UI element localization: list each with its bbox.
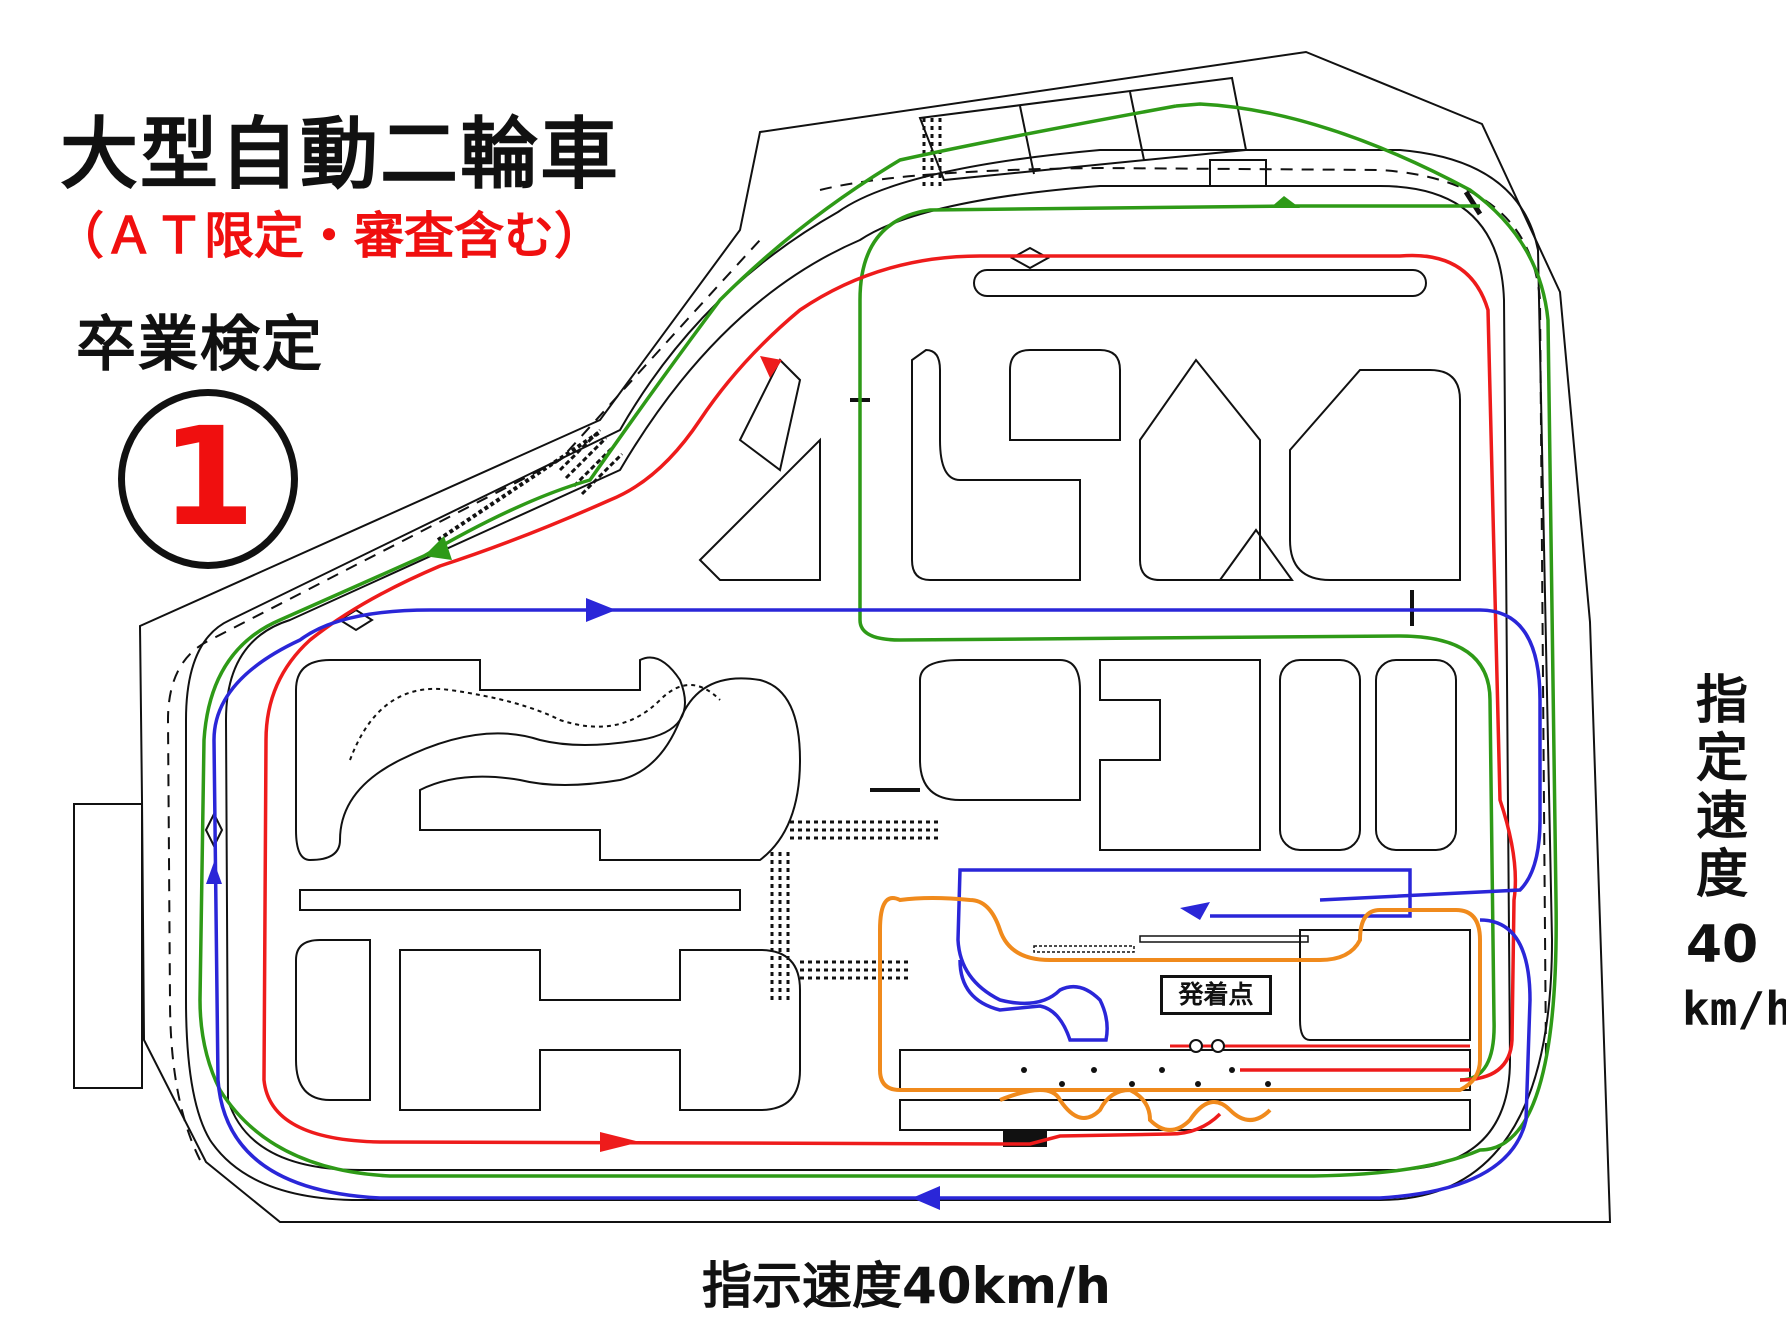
exam-name: 卒業検定 — [76, 310, 324, 380]
finish-bar — [1139, 935, 1309, 943]
arrow-green-left — [424, 536, 452, 560]
course-subtitle: （ＡＴ限定・審査含む） — [54, 207, 604, 265]
route-orange — [878, 896, 1482, 1132]
course-number: 1 — [160, 399, 256, 557]
diamond-markers — [204, 246, 1051, 849]
slalom-dots — [1021, 1067, 1271, 1087]
start-point-label: 発着点 — [1160, 975, 1272, 1015]
speed-limit-vertical: 指 定 速 度 40 km/h — [1682, 671, 1786, 1038]
arrow-blue-bottom — [912, 1186, 940, 1210]
left-building — [73, 803, 143, 1089]
inner-blocks — [295, 190, 1483, 1147]
speed-char-2: 定 — [1695, 729, 1748, 789]
start-bar — [1033, 945, 1135, 953]
speed-char-3: 速 — [1695, 787, 1748, 847]
course-number-badge: 1 — [118, 389, 298, 569]
route-arrows — [206, 196, 1300, 1210]
bike-marker-b — [1211, 1039, 1225, 1053]
speed-value: 40 — [1685, 915, 1759, 975]
fence-dotted — [436, 430, 602, 542]
bike-marker-a — [1189, 1039, 1203, 1053]
arrow-blue-top — [586, 598, 616, 622]
arrow-red-bottom — [600, 1132, 640, 1152]
course-title: 大型自動二輪車 — [60, 110, 621, 200]
speed-limit-bottom: 指示速度40km/h — [702, 1257, 1111, 1315]
speed-char-1: 指 — [1695, 671, 1748, 731]
arrow-blue-right — [1180, 902, 1210, 920]
arrow-green-top — [1270, 196, 1300, 208]
route-blue — [212, 608, 1542, 1200]
dashed-lane-line — [166, 166, 1547, 1161]
speed-char-4: 度 — [1695, 845, 1748, 905]
route-green — [198, 102, 1558, 1178]
arrow-red-top — [760, 356, 782, 378]
top-building — [918, 76, 1267, 187]
crosswalks — [558, 118, 942, 1002]
dotted-curve — [349, 684, 721, 761]
arrow-blue-left — [206, 862, 222, 884]
route-red — [262, 253, 1518, 1146]
speed-unit: km/h — [1682, 982, 1786, 1036]
